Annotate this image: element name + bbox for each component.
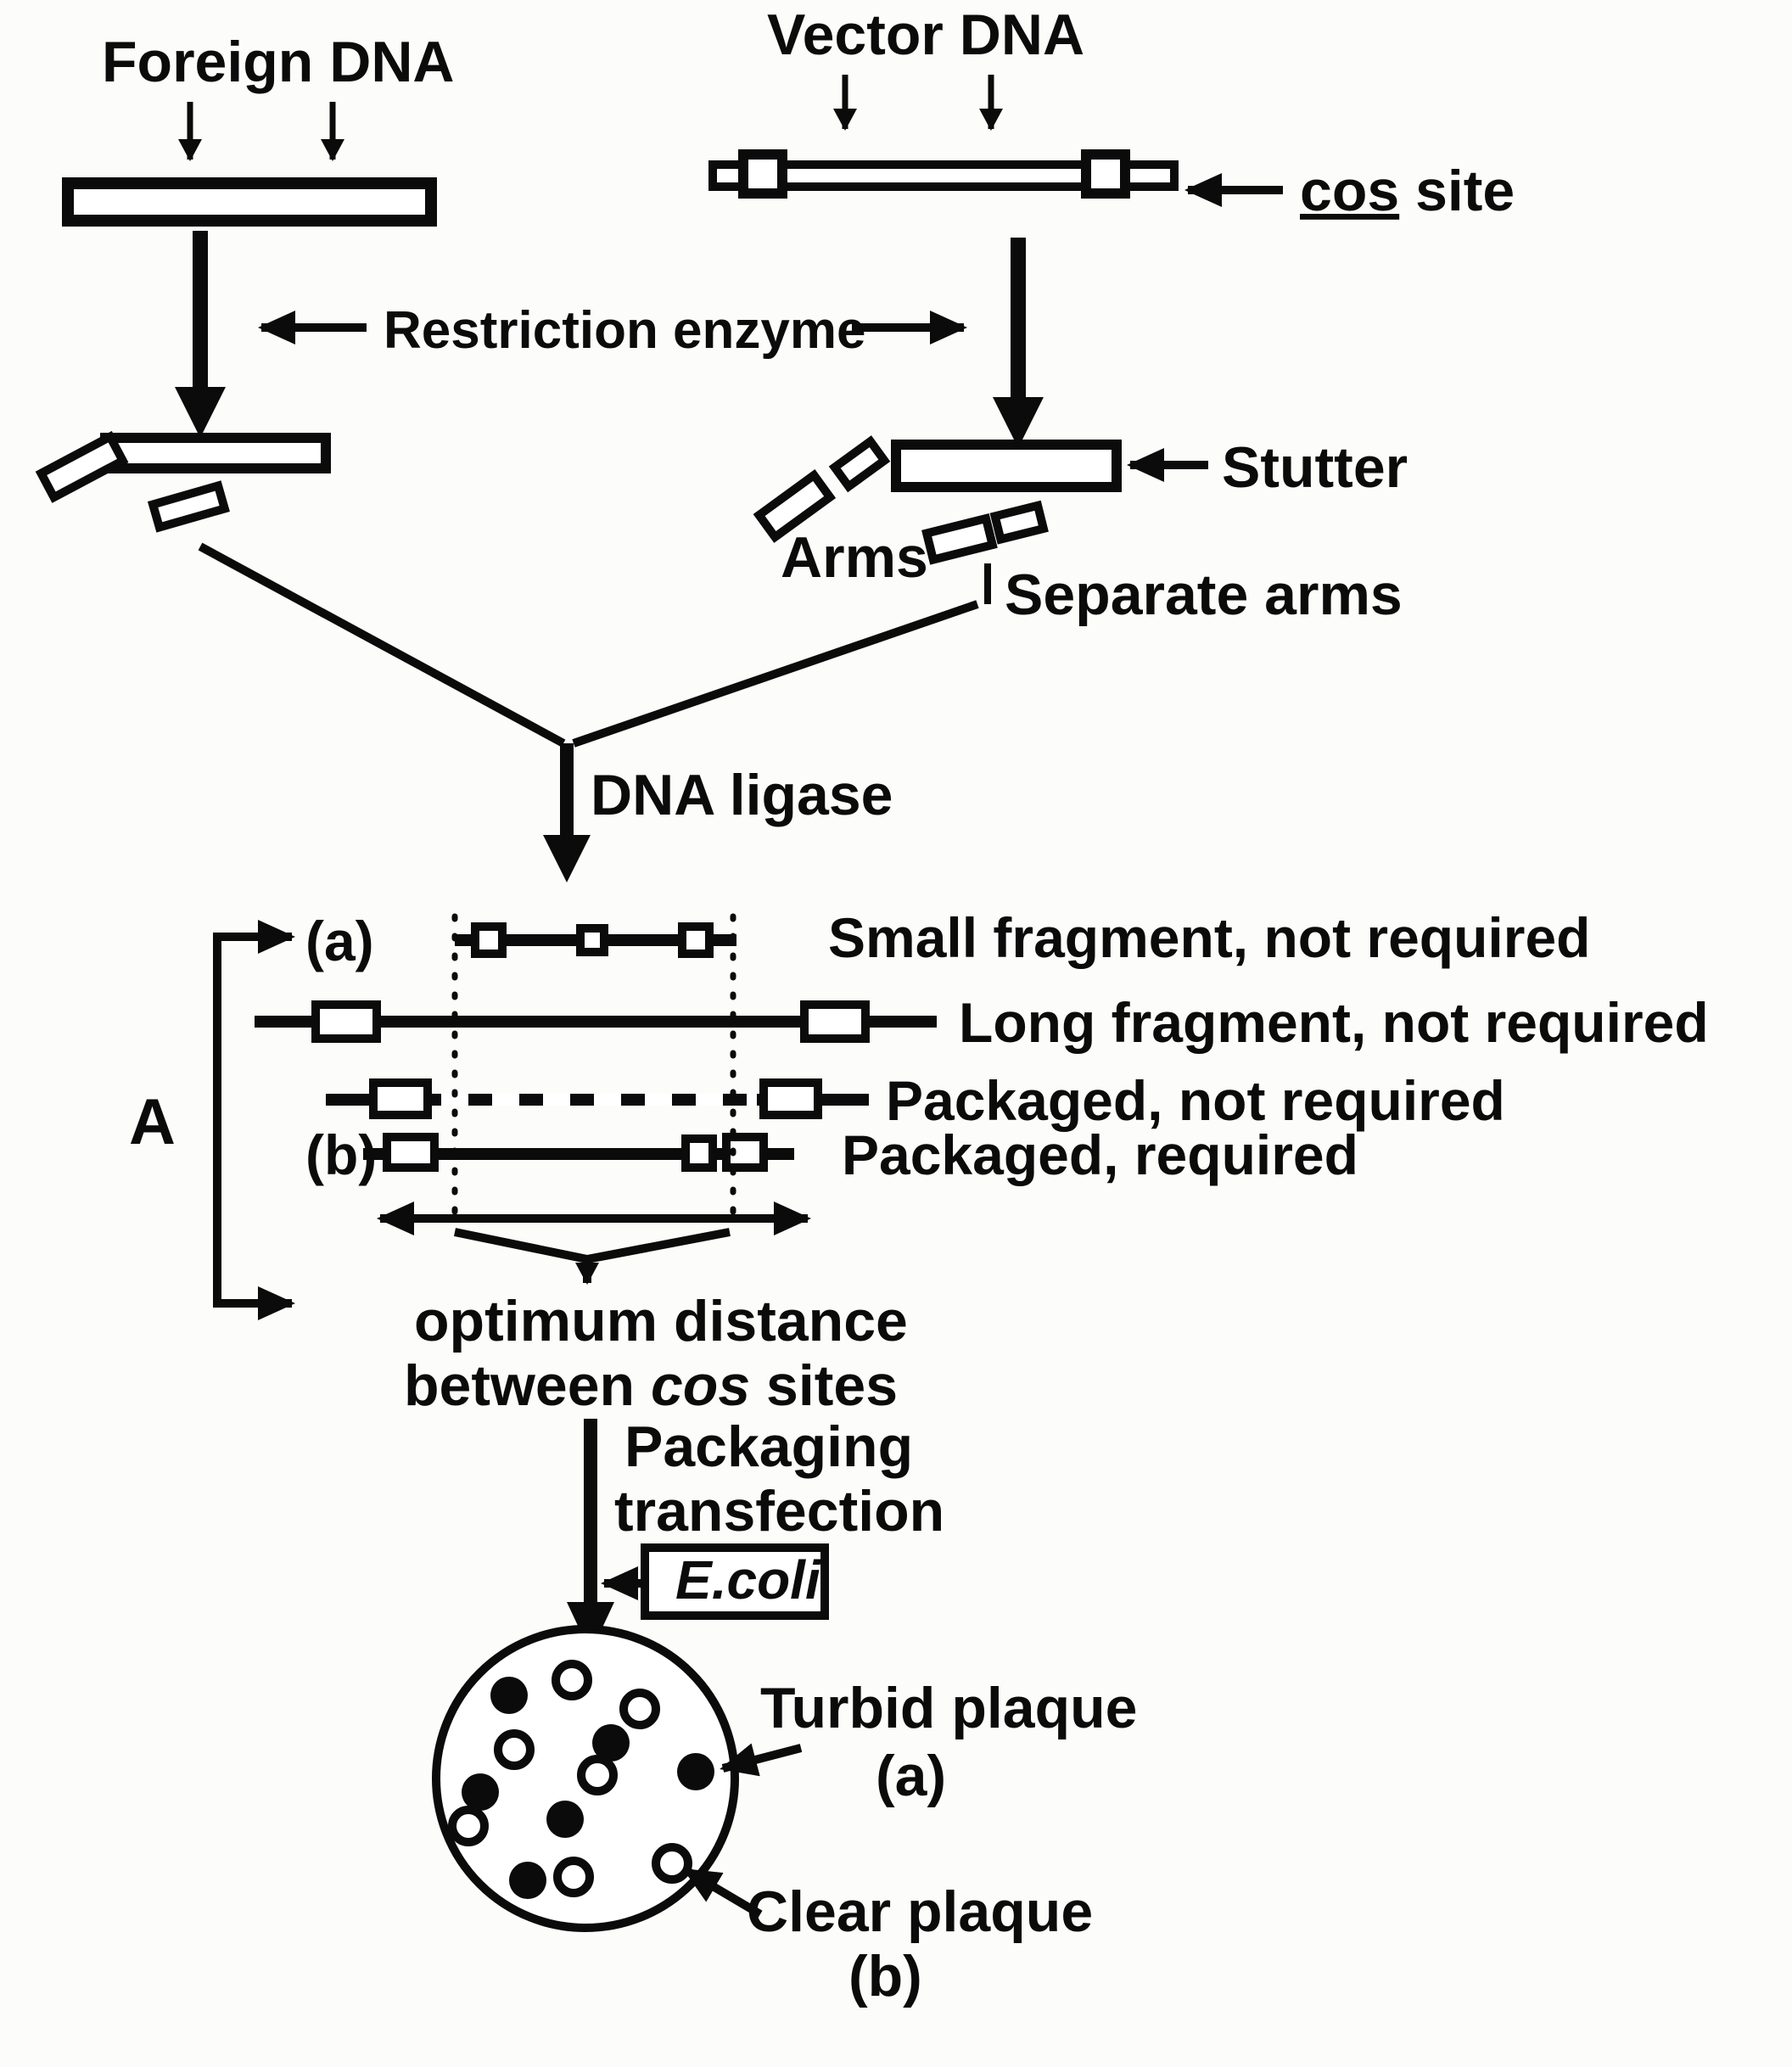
turbid-plaque-pointed: [677, 1753, 714, 1790]
small-fragment-label: Small fragment, not required: [828, 906, 1590, 969]
arm-rect: [828, 435, 891, 493]
clear-plaque-pointed: [652, 1843, 692, 1884]
bracket-a-label: A: [129, 1086, 176, 1158]
turbid-plaque: [490, 1677, 528, 1714]
arm-piece: [753, 469, 837, 543]
big-down-arrow-head-icon: [175, 387, 226, 438]
clear-plaque: [619, 1689, 660, 1729]
foreign-dna-section: Foreign DNA: [62, 30, 455, 438]
stutter-bar: [891, 440, 1122, 492]
cos-site-box-right: [1081, 149, 1130, 199]
fragment-rect: [35, 430, 129, 503]
cos-site-box-left: [738, 149, 787, 199]
turbid-plaque-marker: (a): [876, 1744, 946, 1808]
long-fragment-label: Long fragment, not required: [959, 991, 1709, 1054]
cut-fragment-bar: [100, 433, 331, 473]
funnel-right-line: [572, 600, 979, 748]
bracket-arrows: [213, 920, 295, 1320]
turbid-plaque: [546, 1801, 584, 1838]
ecoli-label: E.coli: [675, 1549, 821, 1610]
dna-ligase-label: DNA ligase: [591, 763, 893, 827]
sites-text: sites: [750, 1353, 898, 1418]
foreign-dna-fragments: [35, 430, 331, 533]
between-text: between: [404, 1353, 651, 1418]
big-down-arrow-head-icon: [993, 397, 1044, 448]
clear-plaque-marker: (b): [848, 1944, 922, 2008]
clear-plaque: [577, 1755, 618, 1795]
turbid-plaque: [509, 1862, 546, 1899]
turbid-plaque: [462, 1773, 499, 1811]
cos-box: [383, 1133, 439, 1172]
separate-arm-piece: [921, 513, 998, 565]
ligation-funnel: DNA ligase: [198, 542, 979, 882]
clear-plaque: [448, 1806, 489, 1846]
section-a-bracket: A: [129, 920, 295, 1320]
packaging-label-line1: Packaging: [624, 1414, 913, 1479]
cos-box: [311, 1000, 381, 1043]
cos-underlined: cos: [1300, 159, 1399, 223]
arm-rect: [989, 500, 1049, 545]
cos-box: [471, 922, 507, 958]
ligase-arrow-head-icon: [543, 835, 591, 882]
turbid-plaque-label: Turbid plaque: [760, 1676, 1138, 1740]
cos-box: [678, 922, 714, 958]
packaging-section: Packaging transfection E.coli: [567, 1414, 944, 1653]
fragment-rect: [147, 480, 230, 533]
clear-plaque: [553, 1857, 594, 1897]
turbid-plaque-pointer-arrow-icon: [720, 1743, 803, 1777]
cos-italic: cos: [651, 1353, 750, 1418]
packaging-label-line2: transfection: [614, 1479, 944, 1543]
vector-dna-section: Vector DNA cos site: [708, 3, 1515, 448]
restriction-enzyme-label: Restriction enzyme: [384, 301, 866, 360]
stutter-label: Stutter: [1222, 435, 1408, 500]
span-brace: [453, 1228, 731, 1264]
arms-label: Arms: [781, 525, 928, 590]
cos-site-label: cos site: [1300, 159, 1515, 223]
arm-piece: [828, 435, 891, 493]
separate-arm-piece: [989, 500, 1049, 545]
optimum-distance-line1: optimum distance: [414, 1289, 908, 1353]
optimum-distance-line2: between cos sites: [404, 1353, 898, 1418]
packaged-required-label: Packaged, required: [842, 1123, 1358, 1186]
arm-rect: [753, 469, 837, 543]
cos-site-rest: site: [1399, 159, 1515, 223]
clear-plaque: [494, 1729, 535, 1770]
cut-fragment-piece: [147, 480, 230, 533]
packaged-not-required-label: Packaged, not required: [886, 1069, 1505, 1132]
ecoli-box: [641, 1543, 829, 1620]
arm-rect: [921, 513, 998, 565]
clear-plaque-pointer-arrow-icon: [682, 1866, 763, 1919]
vector-dna-label: Vector DNA: [767, 3, 1084, 67]
ligation-products: (a) Small fragment, not required Long fr…: [255, 906, 1709, 1418]
turbid-plaque: [592, 1724, 630, 1762]
clear-plaque: [552, 1660, 592, 1700]
cos-box: [800, 1000, 870, 1043]
cos-box: [681, 1134, 717, 1172]
foreign-dna-bar: [62, 177, 437, 227]
funnel-left-line: [198, 542, 566, 748]
petri-dish-section: Turbid plaque (a) Clear plaque (b): [432, 1625, 1138, 2008]
restriction-enzyme-row: Restriction enzyme: [258, 301, 967, 360]
separate-arms-label: Separate arms: [1005, 563, 1403, 627]
foreign-dna-label: Foreign DNA: [102, 30, 455, 94]
cos-box: [759, 1078, 822, 1119]
clear-plaque-label: Clear plaque: [747, 1879, 1093, 1944]
cut-fragment-piece: [35, 430, 129, 503]
cos-box: [576, 924, 608, 956]
cos-box: [369, 1078, 432, 1119]
vector-cut-products: Stutter Arms Separate arms: [753, 435, 1408, 627]
row-a-marker: (a): [305, 910, 374, 972]
